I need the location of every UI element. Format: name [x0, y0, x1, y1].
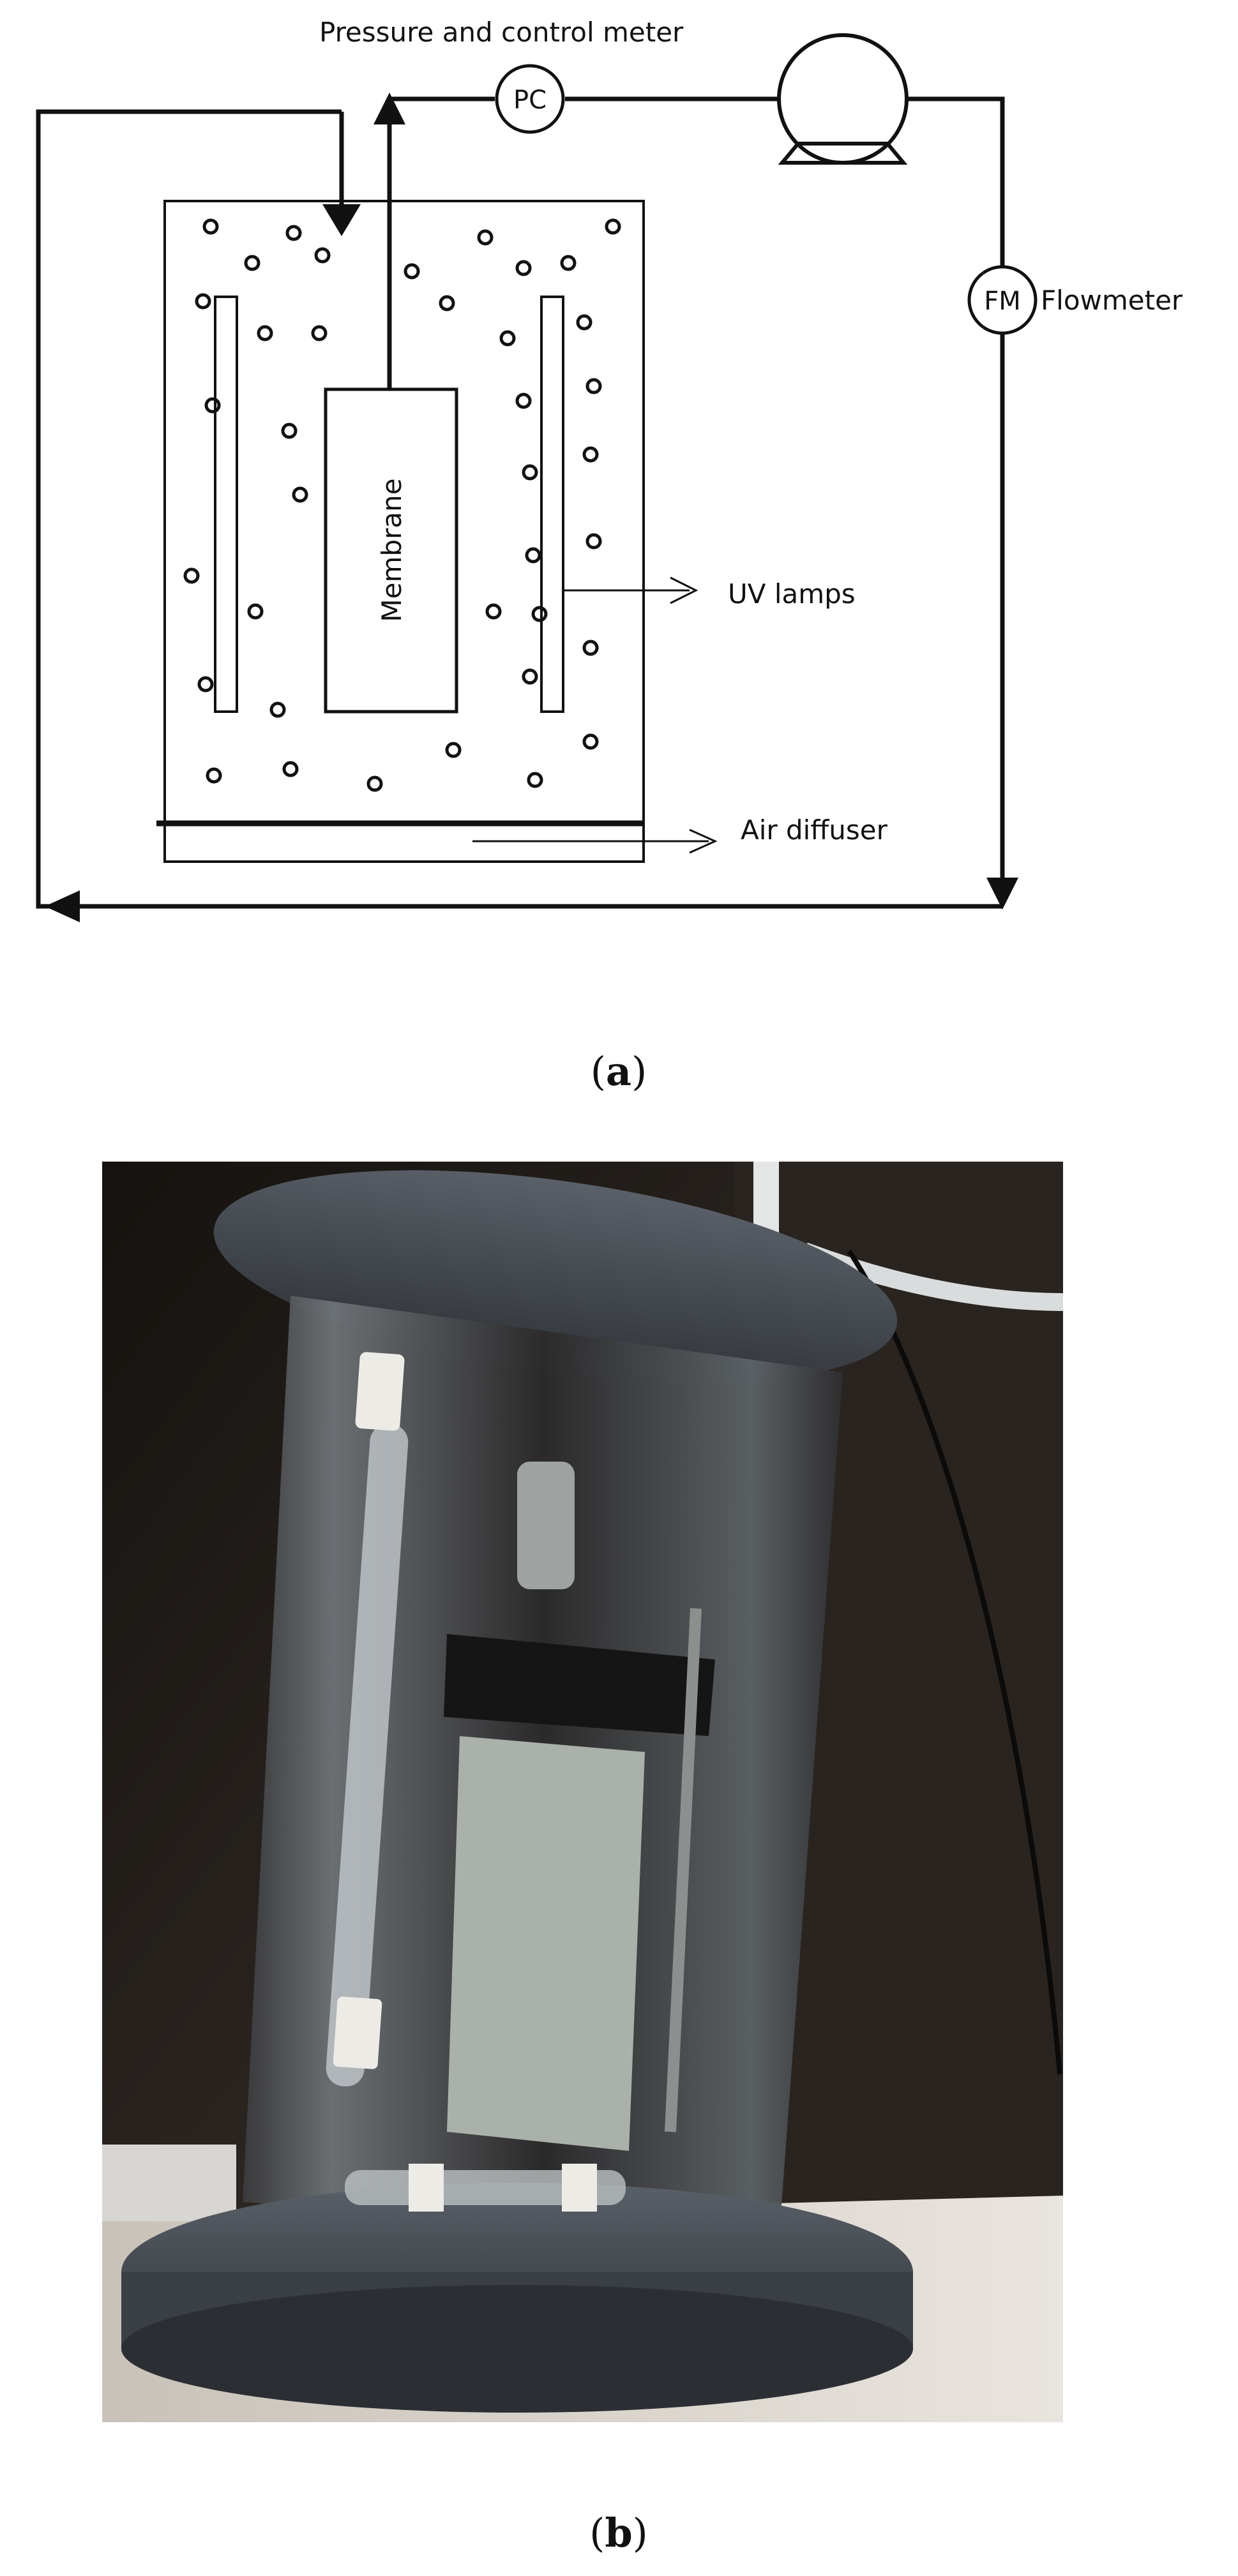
air-bubbles: [183, 218, 621, 792]
air-bubble: [499, 330, 516, 347]
air-bubble: [560, 255, 577, 271]
caption-b-close: ): [633, 2510, 648, 2556]
air-bubble: [285, 225, 302, 241]
schematic-diagram: [36, 33, 1038, 922]
air-bubble: [314, 247, 331, 264]
air-bubble: [183, 567, 200, 584]
membrane-connector: [517, 1462, 575, 1589]
caption-b-letter: b: [605, 2510, 632, 2556]
threaded-rod: [665, 1608, 702, 2132]
air-bubble: [585, 533, 602, 550]
diffuser-clamp: [562, 2164, 597, 2212]
flowmeter-label: Flowmeter: [1041, 285, 1183, 316]
pump-to-flowmeter-pipe: [907, 96, 1005, 267]
fm-label: FM: [984, 287, 1021, 316]
membrane-label: Membrane: [376, 478, 407, 622]
caption-a: (a): [591, 1048, 647, 1095]
small-box: [102, 2145, 236, 2221]
air-bubble: [582, 446, 599, 463]
return-arrow-head: [45, 890, 80, 922]
air-bubble: [281, 423, 298, 439]
air-bubble: [404, 263, 420, 280]
caption-a-close: ): [631, 1048, 647, 1095]
air-diffuser-pointer-head: [689, 828, 718, 854]
inlet-arrow-head: [322, 204, 361, 236]
air-bubble: [292, 486, 308, 503]
air-bubble: [206, 767, 222, 784]
air-bubble: [605, 218, 621, 235]
air-bubble: [439, 295, 455, 311]
air-bubble: [477, 229, 494, 246]
air-bubble: [366, 775, 383, 792]
air-bubble: [522, 464, 538, 481]
air-bubble: [311, 325, 328, 341]
caption-b: (b): [589, 2510, 648, 2556]
reactor-photo: [102, 1162, 1063, 2422]
air-bubble: [515, 393, 532, 409]
uv-lamps-label: UV lamps: [728, 578, 856, 610]
uv-lamp-right: [540, 296, 564, 713]
membrane-panel: [447, 1736, 645, 2151]
pressure-control-meter-label: Pressure and control meter: [319, 17, 684, 48]
air-bubble: [582, 640, 599, 656]
caption-b-open: (: [589, 2510, 605, 2556]
air-bubble: [244, 255, 260, 271]
uv-lamp-cap: [355, 1352, 405, 1431]
uv-lamp-tube: [326, 1424, 409, 2086]
air-bubble: [269, 701, 286, 718]
pc-label: PC: [513, 86, 547, 115]
diffuser-clamp: [409, 2164, 444, 2212]
flowmeter-icon: [967, 265, 1038, 335]
air-bubble: [531, 606, 548, 622]
permeate-arrow-head: [374, 93, 405, 124]
air-diffuser-label: Air diffuser: [741, 814, 888, 846]
pressure-control-meter-icon: [495, 64, 565, 134]
air-bubble: [202, 218, 219, 235]
air-bubble: [527, 772, 543, 788]
air-bubble: [195, 293, 211, 310]
caption-a-open: (: [591, 1048, 606, 1095]
uv-lamps-pointer-head: [670, 576, 698, 604]
air-bubble: [197, 676, 214, 693]
air-bubble: [247, 603, 264, 620]
base-bottom: [121, 2285, 913, 2413]
air-bubble: [585, 378, 602, 394]
air-bubble: [515, 260, 532, 276]
air-bubble: [525, 547, 541, 564]
air-bubble: [582, 733, 599, 750]
membrane-module: [324, 387, 458, 714]
uv-lamp-bottom: [333, 1996, 382, 2069]
caption-a-letter: a: [606, 1048, 631, 1095]
bottom-arrow-head: [986, 878, 1018, 910]
uv-lamp-left: [214, 296, 238, 713]
reactor-tank: [163, 200, 645, 863]
air-bubble: [485, 603, 502, 620]
pump-base: [778, 142, 908, 165]
air-bubble: [445, 742, 462, 758]
air-bubble: [576, 314, 593, 331]
air-bubble: [204, 397, 221, 414]
membrane-holder: [444, 1634, 715, 1736]
return-pipe-top: [36, 109, 342, 909]
air-bubble: [257, 325, 273, 341]
air-bubble: [522, 668, 538, 685]
air-bubble: [282, 761, 299, 777]
